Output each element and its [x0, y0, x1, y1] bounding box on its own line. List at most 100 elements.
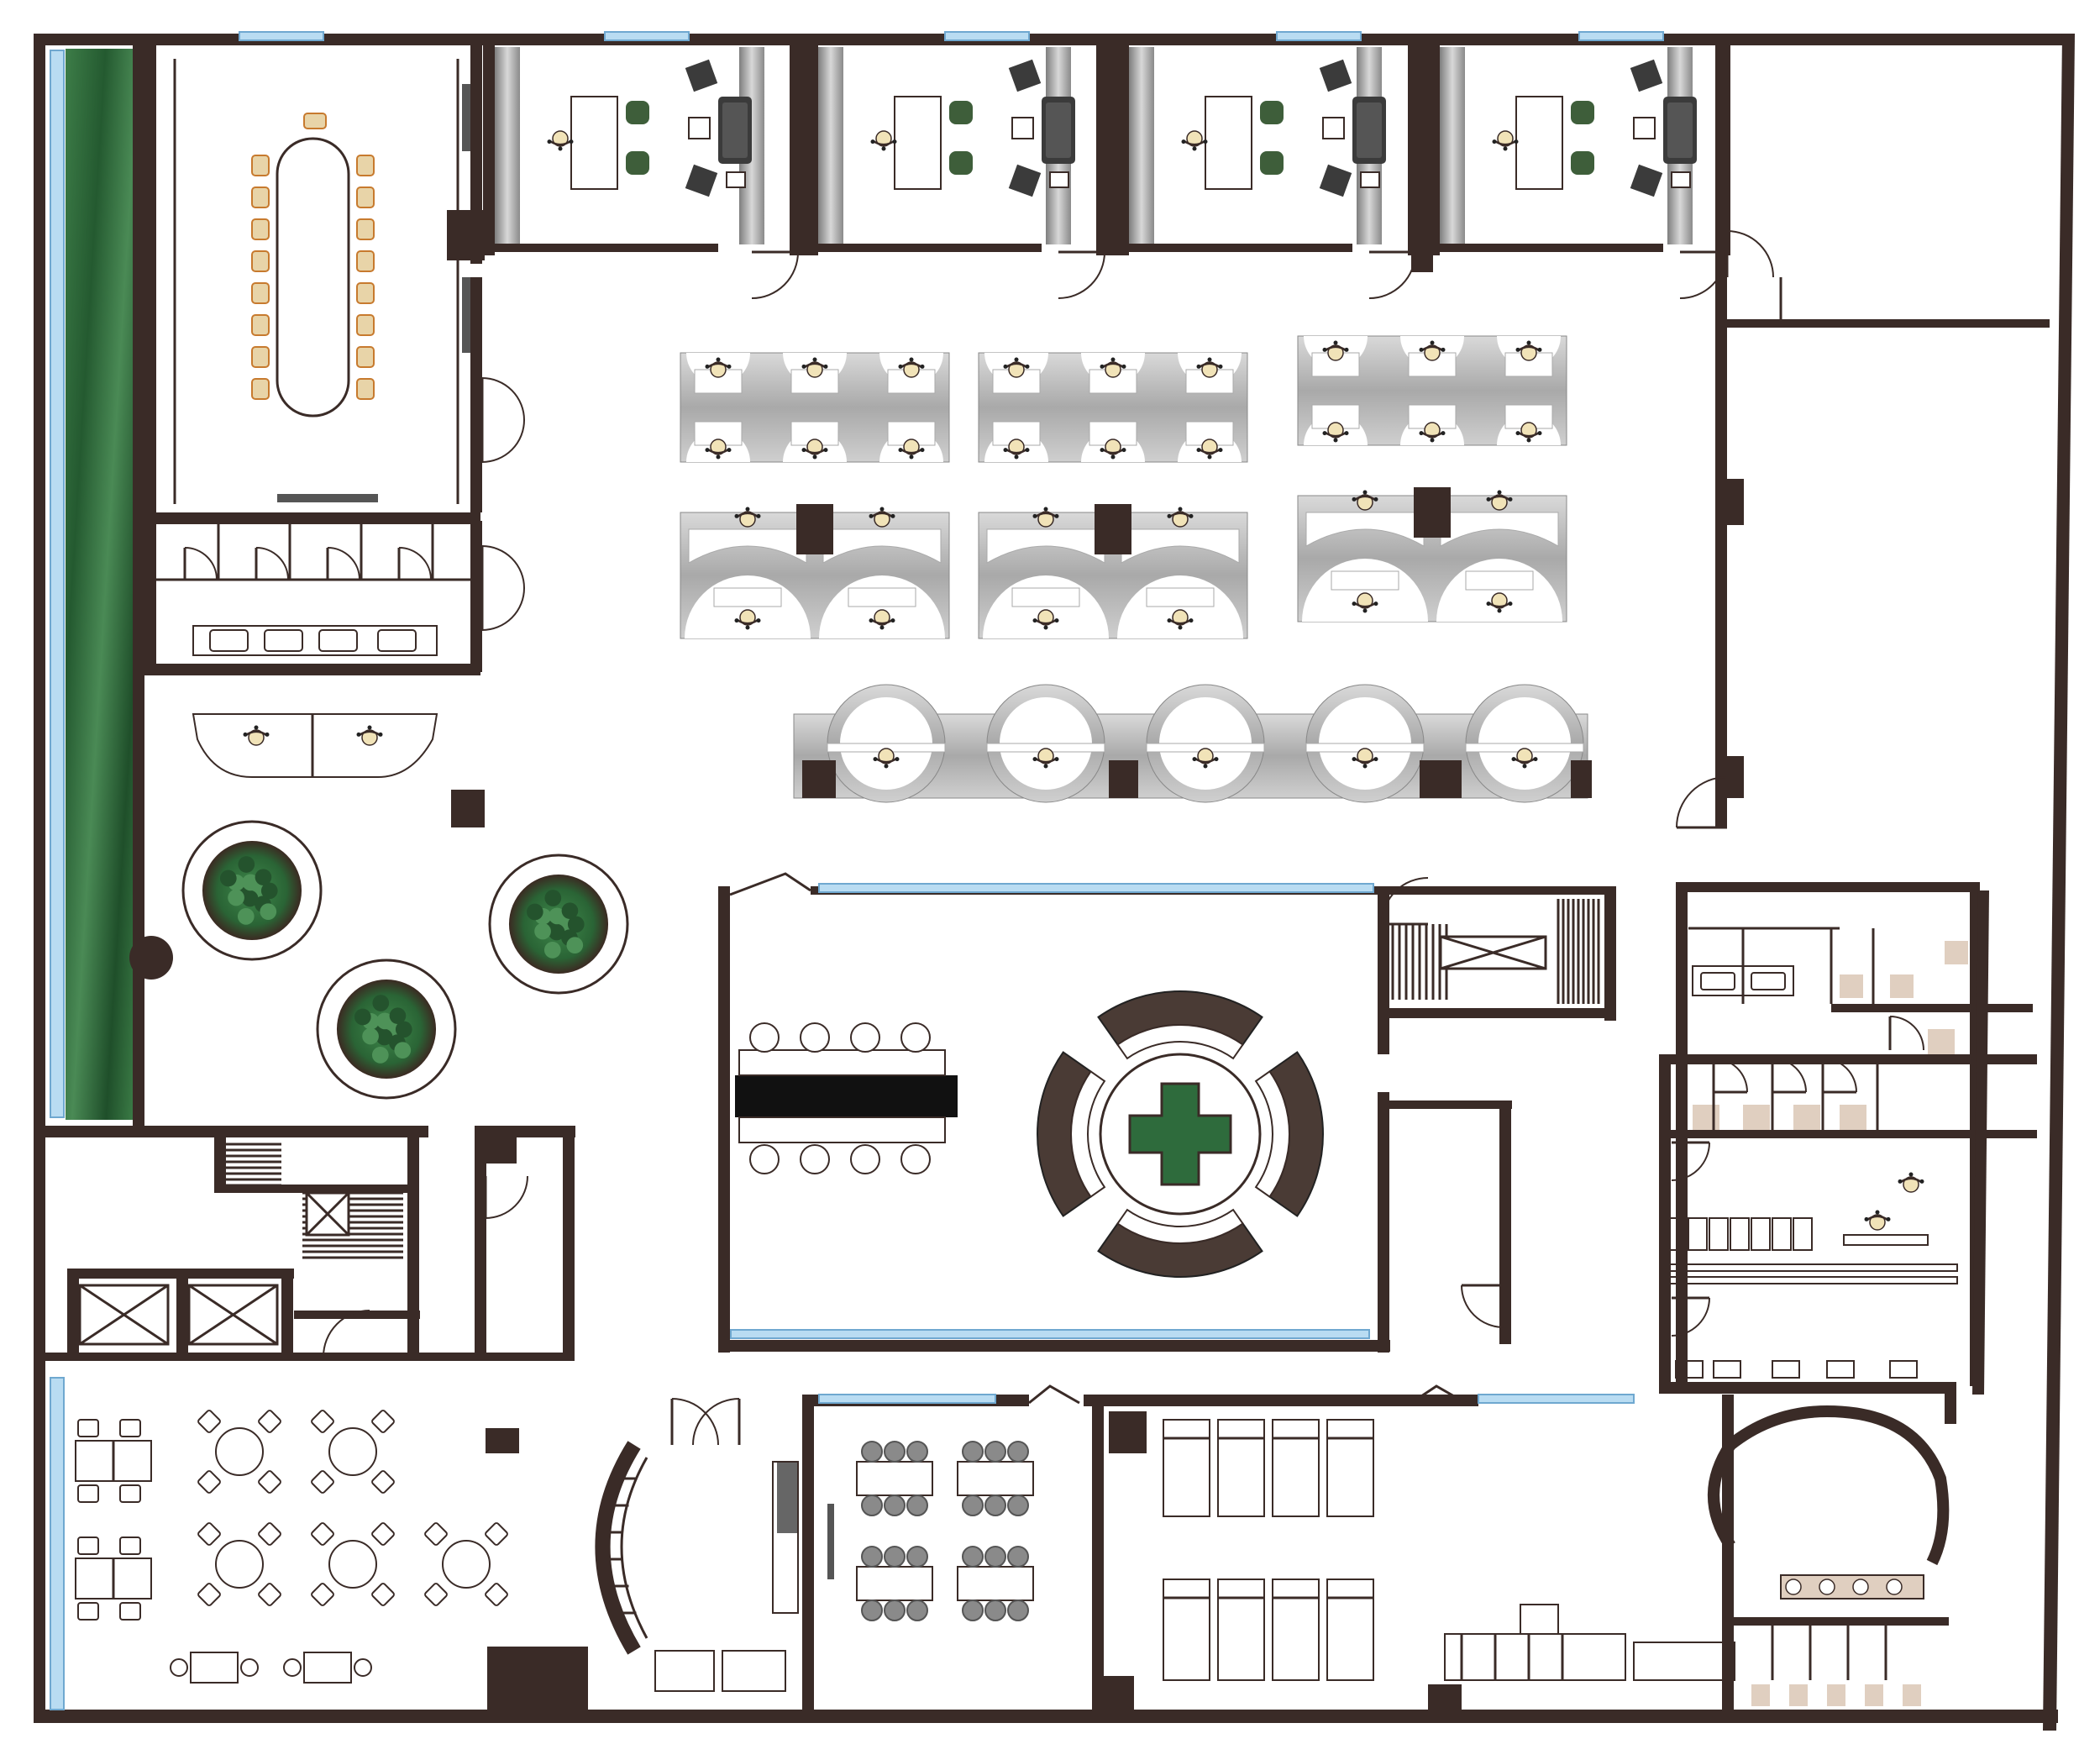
desk-chair-icon	[1486, 490, 1513, 511]
chair-caster	[898, 364, 903, 369]
bed	[1217, 1579, 1265, 1681]
door-arc	[481, 377, 525, 421]
chair-seat	[1491, 592, 1508, 609]
glass-partition	[818, 47, 843, 244]
chair-caster	[756, 618, 761, 623]
chair	[311, 1583, 334, 1606]
desk-surface	[694, 421, 743, 446]
chair	[283, 1658, 302, 1677]
toilet-icon	[1890, 974, 1914, 998]
floor-layer	[38, 38, 2068, 1722]
column	[1414, 487, 1451, 538]
desk-chair-icon	[1511, 748, 1538, 769]
leaf-cluster	[395, 1021, 412, 1038]
meeting-chair	[356, 378, 375, 400]
column	[796, 504, 833, 554]
leaf-cluster	[260, 903, 277, 921]
desk-chair-icon	[898, 357, 925, 378]
bed	[1326, 1579, 1374, 1681]
desk-chair-icon	[734, 507, 761, 528]
chair-caster	[1344, 347, 1349, 352]
sink-icon	[264, 629, 303, 652]
chair-caster	[823, 448, 828, 453]
wall	[1117, 244, 1352, 252]
chair-seat	[1497, 130, 1514, 147]
chair	[984, 1441, 1006, 1463]
window-glazing	[1578, 31, 1664, 41]
conference-table	[276, 137, 350, 418]
desk-surface	[1011, 587, 1080, 607]
desk-chair-icon	[1864, 1210, 1891, 1231]
chair	[884, 1494, 906, 1516]
desk-surface	[688, 528, 807, 564]
chair-seat	[1197, 748, 1214, 764]
window-glazing	[239, 31, 324, 41]
chair	[906, 1494, 928, 1516]
desk-chair-icon	[1032, 748, 1059, 769]
wall	[1831, 1004, 2033, 1012]
chair-caster	[1100, 448, 1105, 453]
lounge-chair	[1008, 164, 1042, 197]
locker	[1793, 1217, 1813, 1251]
leaf-cluster	[255, 869, 272, 886]
desk-chair-icon	[1003, 439, 1030, 460]
door-arc	[1461, 1284, 1504, 1328]
bed	[1272, 1579, 1320, 1681]
chair	[984, 1546, 1006, 1568]
chair	[371, 1583, 395, 1606]
storage-unit	[1772, 1360, 1800, 1379]
chair-caster	[1043, 625, 1048, 630]
chair-caster	[1054, 513, 1059, 518]
door-arc	[1381, 877, 1429, 925]
lounge-booth-icon	[1036, 990, 1325, 1279]
leaf-cluster	[548, 923, 565, 941]
door-arc	[692, 1398, 740, 1446]
shelf	[1444, 1633, 1626, 1681]
chair-caster	[1189, 618, 1194, 623]
chair-seat	[552, 130, 569, 147]
dining-table-icon	[303, 1652, 352, 1684]
wall	[67, 1269, 79, 1361]
leaf-cluster	[362, 1027, 379, 1045]
wall	[563, 1126, 575, 1361]
shelf	[1520, 1604, 1559, 1635]
chair-seat	[874, 609, 890, 626]
coffee-table	[1011, 117, 1034, 139]
chair	[861, 1441, 883, 1463]
desk-chair-icon	[801, 439, 828, 460]
door-arc	[671, 1398, 719, 1446]
chair-caster	[547, 139, 552, 144]
office-guest-chair	[1571, 101, 1594, 124]
leaf-cluster	[376, 1012, 393, 1030]
chair-seat	[1172, 511, 1189, 528]
bed-icon	[1163, 1419, 1374, 1681]
leaf-cluster	[375, 1028, 393, 1046]
desk-chair-icon	[873, 748, 900, 769]
office-guest-chair	[626, 151, 649, 175]
door-swing-icon	[480, 419, 525, 463]
dining-table-icon	[735, 1049, 958, 1143]
door-arc	[1772, 1058, 1807, 1093]
desk-chair-icon	[869, 507, 895, 528]
office-guest-chair	[1260, 151, 1284, 175]
desk-chair-icon	[705, 357, 732, 378]
chair	[800, 1022, 830, 1053]
desk-chair-icon	[1167, 609, 1194, 630]
chair	[884, 1441, 906, 1463]
reception-desk	[192, 713, 438, 778]
door-swing-icon	[397, 547, 432, 580]
column	[486, 1428, 519, 1453]
sink-icon	[1751, 972, 1786, 990]
sink-icon	[1700, 972, 1735, 990]
chair-caster	[1121, 364, 1126, 369]
chair-seat	[1357, 592, 1373, 609]
chair-caster	[1515, 431, 1520, 436]
desk-chair-icon	[1167, 507, 1194, 528]
desk-chair-icon	[801, 357, 828, 378]
chair	[1007, 1441, 1029, 1463]
chair	[906, 1600, 928, 1621]
chair-caster	[1110, 357, 1116, 362]
toilet-icon	[1840, 1105, 1866, 1130]
curved-wall	[595, 1441, 641, 1655]
lounge-chair	[1008, 59, 1042, 92]
